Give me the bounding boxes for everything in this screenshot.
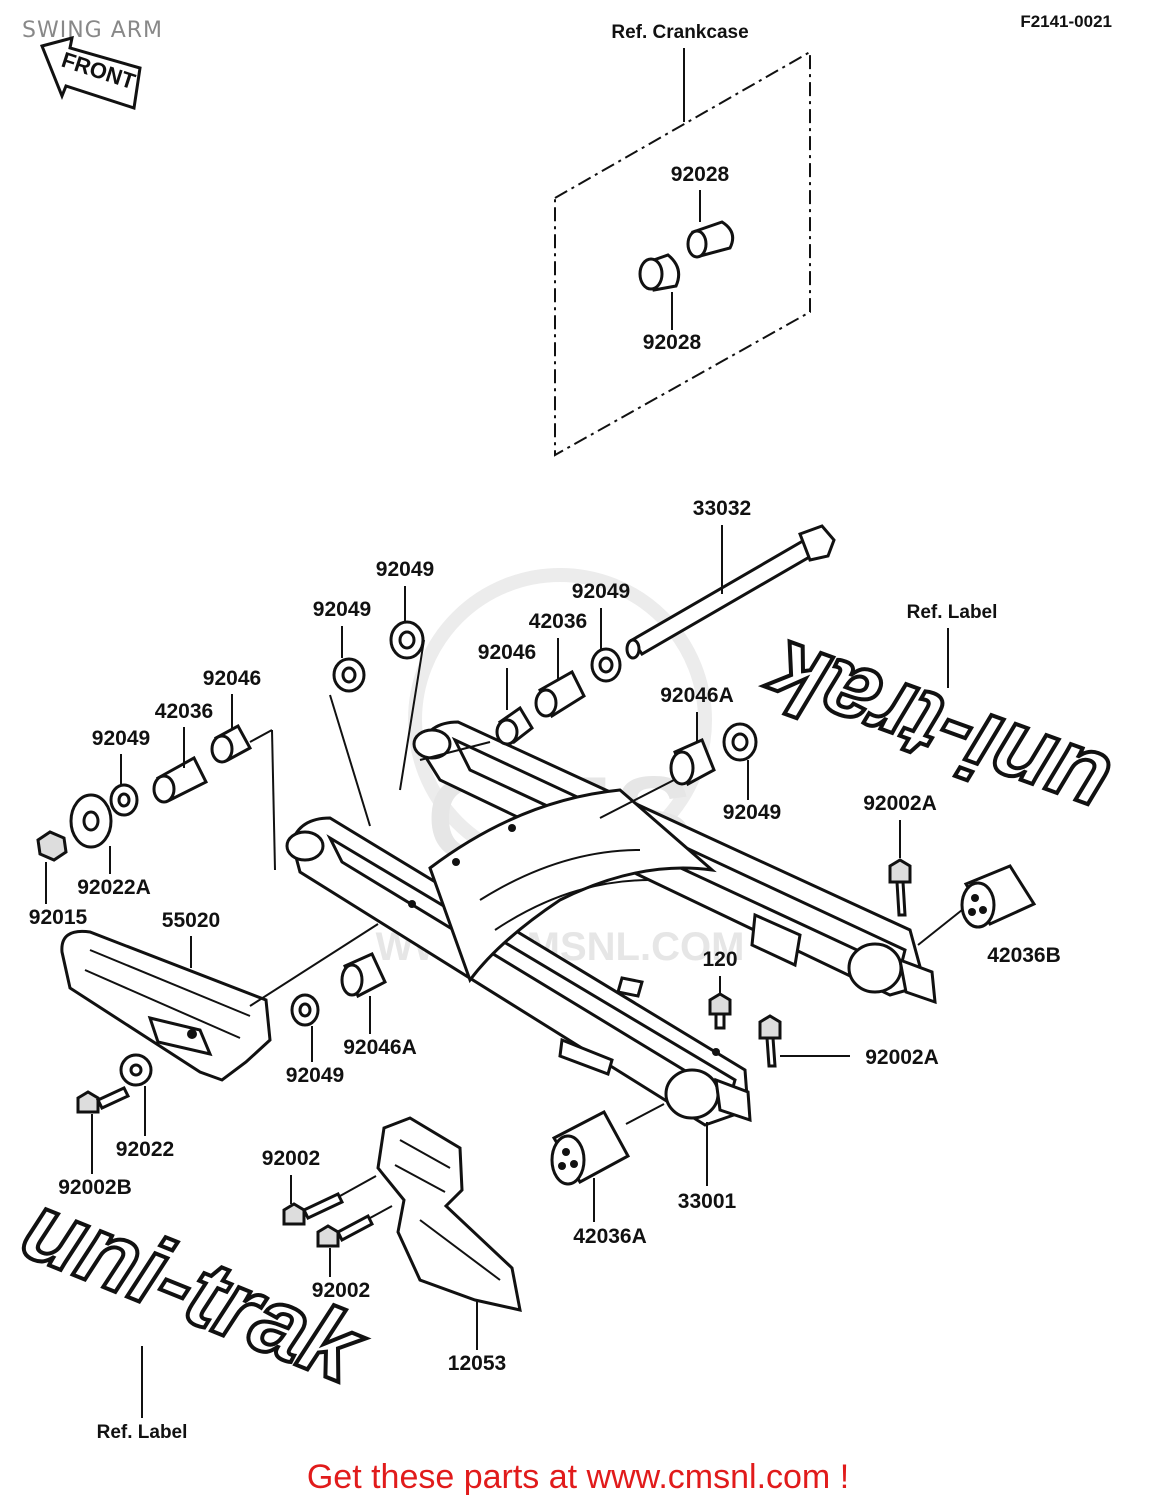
bushing-42036B [960, 864, 1037, 929]
part-number-92049: 92049 [92, 727, 150, 750]
part-number-92002B: 92002B [58, 1176, 132, 1199]
part-number-12053: 12053 [448, 1352, 506, 1375]
part-number-92049: 92049 [723, 801, 781, 824]
promo-link[interactable]: Get these parts at www.cmsnl.com ! [307, 1458, 849, 1496]
part-number-92022: 92022 [116, 1138, 174, 1161]
front-arrow-icon: FRONT [39, 35, 142, 110]
bushing-92028-bottom [638, 253, 681, 292]
seal-92049-b [332, 657, 366, 693]
part-number-92002A: 92002A [865, 1046, 939, 1069]
part-number-92002A: 92002A [863, 792, 937, 815]
bolt-120 [708, 992, 732, 1030]
part-number-92049: 92049 [313, 598, 371, 621]
sleeve-42036-b [152, 755, 209, 804]
sleeve-42036-a [534, 669, 586, 719]
part-number-92015: 92015 [29, 906, 88, 929]
ref-crankcase-label: Ref. Crankcase [611, 22, 748, 43]
part-number-33001: 33001 [678, 1190, 737, 1213]
part-number-42036: 42036 [155, 700, 213, 723]
part-number-92046A: 92046A [343, 1036, 417, 1059]
part-number-92028: 92028 [643, 331, 702, 354]
spacer-92046A-b [340, 952, 387, 999]
spacer-92046-a [495, 705, 534, 746]
crankcase-reference-group: Ref. Crankcase 92028 92028 [554, 22, 811, 457]
part-number-92046A: 92046A [660, 684, 734, 707]
part-number-55020: 55020 [162, 909, 220, 932]
part-number-92049: 92049 [376, 558, 434, 581]
spacer-92046-b [210, 723, 253, 764]
bushing-92028-top [686, 220, 735, 259]
part-number-92002: 92002 [262, 1147, 320, 1170]
bolt-92002A-b [758, 1014, 782, 1068]
part-number-42036A: 42036A [573, 1225, 647, 1248]
part-number-42036: 42036 [529, 610, 587, 633]
pivot-shaft-33032 [625, 524, 836, 660]
seal-92049-e [722, 722, 758, 762]
part-number-120: 120 [702, 948, 737, 971]
part-number-92046: 92046 [203, 667, 261, 690]
seal-92049-d [109, 783, 139, 817]
seal-92049-f [290, 993, 320, 1027]
spacer-92046A-a [669, 737, 716, 787]
washer-92022 [119, 1053, 153, 1087]
part-number-92022A: 92022A [77, 876, 151, 899]
seal-92049-c [590, 647, 622, 683]
part-number-92049: 92049 [286, 1064, 344, 1087]
chain-cover-12053 [376, 1116, 522, 1312]
crankcase-dashed-box [554, 50, 811, 457]
figure-code: F2141-0021 [1020, 12, 1112, 31]
washer-92022A [69, 793, 113, 849]
part-number-42036B: 42036B [987, 944, 1061, 967]
bolt-92002-b [316, 1213, 374, 1248]
chain-guard-55020 [60, 929, 272, 1082]
bolt-92002-a [282, 1192, 345, 1226]
part-number-92046: 92046 [478, 641, 536, 664]
part-number-92002: 92002 [312, 1279, 370, 1302]
page-title: SWING ARM [22, 18, 163, 43]
swing-arm-33001 [285, 720, 937, 1127]
part-number-92049: 92049 [572, 580, 630, 603]
bolt-92002B [76, 1086, 131, 1114]
bushing-42036A [550, 1109, 631, 1186]
ref-label-right: Ref. Label [907, 602, 998, 623]
nut-92015 [36, 830, 68, 862]
part-number-92028: 92028 [671, 163, 730, 186]
seal-92049-a [389, 620, 425, 660]
bolt-92002A-a [888, 858, 912, 917]
part-number-33032: 33032 [693, 497, 751, 520]
ref-label-left: Ref. Label [97, 1422, 188, 1443]
